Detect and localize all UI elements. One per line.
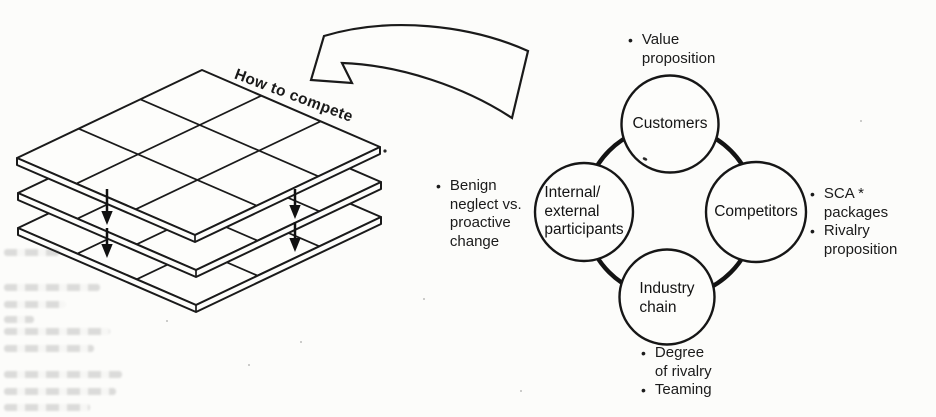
node-internal-external-circle	[533, 161, 635, 263]
node-label-customers: Customers	[632, 115, 708, 132]
down-arrow	[289, 222, 301, 252]
annotation-sca-packages: • SCA * packages	[810, 185, 889, 221]
scan-smudge	[4, 345, 94, 352]
scan-smudge	[4, 316, 34, 323]
node-label-competitors: Competitors	[714, 203, 798, 220]
scan-smudge	[4, 404, 90, 411]
paper-speck	[248, 364, 250, 366]
annotations-competitors: • SCA * packages • Rivalry proposition	[810, 185, 897, 259]
scan-smudge	[4, 388, 116, 395]
annotation-value-proposition: • Value proposition	[628, 31, 716, 67]
node-customers-circle	[620, 74, 720, 174]
bullet-icon: •	[810, 223, 815, 240]
paper-speck	[860, 120, 862, 122]
annotation-degree-of-rivalry: • Degree of rivalry	[641, 344, 712, 380]
scan-smudge	[4, 328, 110, 335]
paper-speck	[520, 390, 522, 392]
ink-speck	[383, 149, 387, 153]
node-label-internal-external: Internal/ external participants	[544, 184, 624, 238]
down-arrow	[289, 189, 301, 219]
scan-smudge	[4, 284, 100, 291]
bullet-icon: •	[641, 345, 646, 361]
scan-smudge	[4, 371, 122, 378]
paper-speck	[166, 320, 168, 322]
bullet-icon: •	[641, 382, 646, 399]
down-arrow	[101, 228, 113, 258]
bullet-icon: •	[436, 178, 441, 194]
paper-speck	[423, 298, 425, 300]
node-industry-chain-circle	[618, 248, 716, 346]
annotations-industry-chain: • Degree of rivalry • Teaming	[641, 344, 712, 400]
curved-arrow	[309, 24, 530, 120]
scan-smudge	[4, 249, 59, 256]
annotation-rivalry-proposition: • Rivalry proposition	[810, 222, 898, 258]
node-label-industry-chain: Industry chain	[639, 280, 695, 316]
bullet-icon: •	[810, 186, 815, 202]
down-arrow	[101, 189, 113, 225]
bullet-icon: •	[628, 32, 633, 48]
scan-smudge	[4, 301, 66, 308]
annotation-benign-neglect: • Benign neglect vs. proactive change	[436, 177, 522, 250]
ink-speck	[642, 157, 648, 161]
annotation-teaming: • Teaming	[641, 381, 712, 399]
paper-speck	[300, 341, 302, 343]
node-competitors-circle	[704, 160, 808, 264]
